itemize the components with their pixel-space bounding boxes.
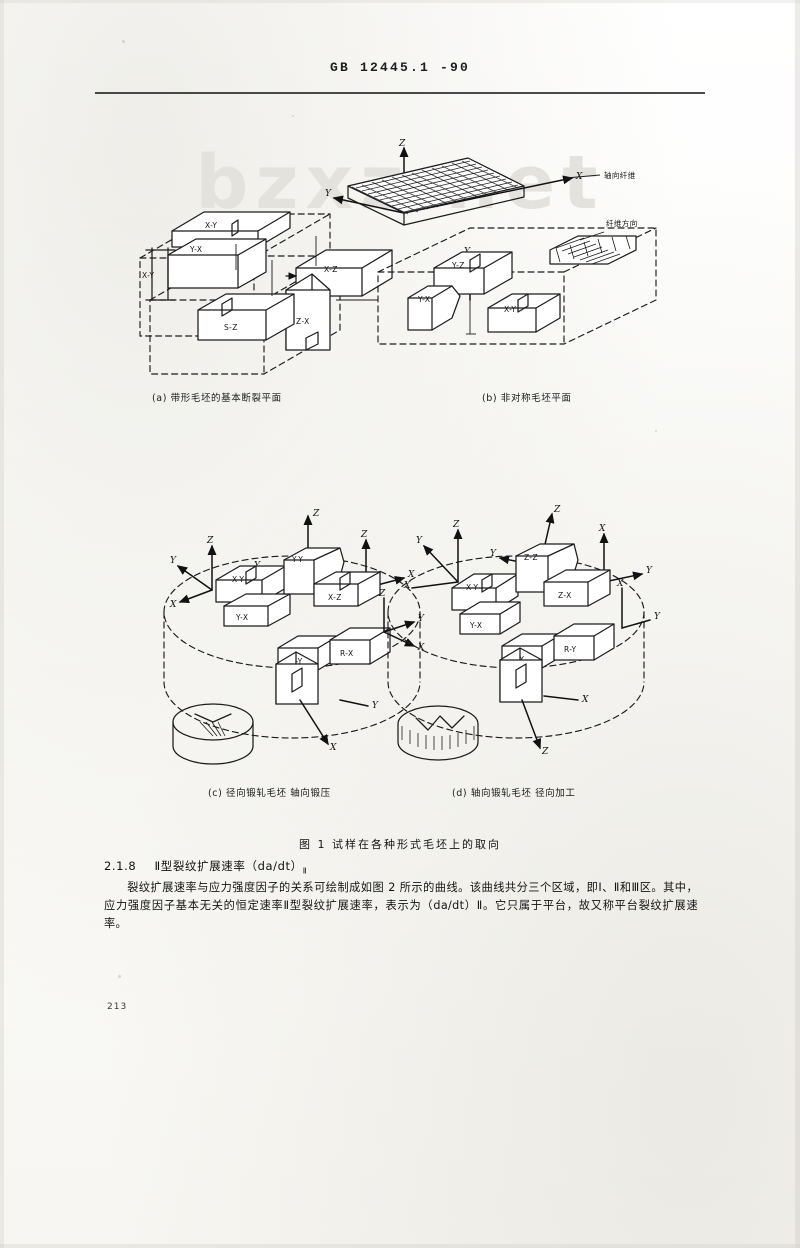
specimen-label: Z-X [558,591,572,600]
paragraph-text: 裂纹扩展速率与应力强度因子的关系可绘制成如图 2 所示的曲线。该曲线共分三个区域… [104,881,698,930]
specimen-label: Y-X [235,613,248,622]
axis-label: Y [254,561,261,571]
axis-label: Y [654,612,661,622]
specimen-label: S-Z [224,323,238,332]
specimen-label: X-Z [328,593,342,602]
page-edge-top [0,0,800,3]
specimen-label: Y-Y [291,555,303,564]
specimen-label: Y-X [189,245,202,254]
axis-label: Z [360,530,368,540]
specimen-label: X-Z [324,265,338,274]
axis-label: Z [557,557,565,567]
figure-c-radial-disc: Z Y X Z Y Z X Y X-Y [163,509,425,765]
section-number: 2.1.8 [104,859,137,873]
axis-label: Z [312,509,320,519]
figure-a-grain-plate: Z X Y [325,139,636,226]
specimen-label: X-Y [466,583,478,592]
axis-label: Y [322,571,329,581]
standard-number: GB 12445.1 -90 [329,60,471,75]
axis-label: X [403,581,411,591]
axis-label: X [417,643,425,653]
page-number: 213 [107,1002,128,1012]
section-title: Ⅱ型裂纹扩展速率（da/dt） [154,859,303,873]
scan-speck [655,430,657,432]
axis-label: Y [418,614,425,624]
figure-b-slab-assembly: 纤维方向 Y Y-Z Y-X X-Y [377,218,657,345]
figure-a-block-assembly: X-Y Y-X X-Y X-Z Z-X [139,211,393,375]
axis-label: Z [206,536,214,546]
axis-label: Y [416,536,423,546]
axis-label: Y [170,556,177,566]
axis-label: Z [398,139,406,149]
axis-label: X [407,570,415,580]
axis-label: X [581,695,589,705]
axis-label: Y [372,701,379,711]
specimen-label: Y-X [469,621,482,630]
figure-caption-a: (a) 带形毛坯的基本断裂平面 [152,393,282,404]
axis-label: Y [464,247,471,257]
figure-d-axial-disc: Z Y X Z Y X Y Z X-Y [387,505,661,761]
axis-label: Y [325,189,332,199]
axis-label: X [598,524,606,534]
specimen-label: X-Y [504,305,516,314]
figure-caption-b: (b) 非对称毛坯平面 [482,393,572,404]
page-edge-right [795,0,800,1248]
figure-caption-d: (d) 轴向锻轧毛坯 径向加工 [452,788,576,799]
axis-label: X [169,600,177,610]
axis-label: X [575,172,583,182]
section-heading: 2.1.8 Ⅱ型裂纹扩展速率（da/dt）Ⅱ [104,858,307,875]
page-edge-bottom [0,1244,800,1248]
specimen-label: X-Y [142,271,154,280]
axis-label: Z [541,747,549,757]
specimen-label: Y-X [417,295,430,304]
axis-label: Z [452,520,460,530]
axis-label: Y [646,566,653,576]
specimen-label: R-X [340,649,354,658]
figure-caption-c: (c) 径向锻轧毛坯 轴向锻压 [208,788,331,799]
specimen-label: X-Y [205,221,217,230]
body-paragraph: 裂纹扩展速率与应力强度因子的关系可绘制成如图 2 所示的曲线。该曲线共分三个区域… [104,879,698,932]
grain-flow-annotation-b: 纤维方向 [606,218,638,228]
grain-flow-annotation-a: 轴向纤维 [604,170,636,180]
header-rule [95,92,705,94]
specimen-label: R-Y [564,645,577,654]
specimen-label: Z-X [296,317,310,326]
specimen-label: Z-Y [290,657,303,666]
specimen-label: X-Y [512,655,524,664]
scan-speck [118,975,121,978]
axis-label: X [329,743,337,753]
watermark: bzxz.net [195,140,605,226]
figure-title: 图 1 试样在各种形式毛坯上的取向 [299,838,501,851]
scan-speck [122,40,125,43]
axis-label: X [616,579,624,589]
axis-label: Y [490,549,497,559]
scan-speck [292,115,294,117]
section-subscript: Ⅱ [302,866,308,876]
specimen-label: Y-Z [451,261,465,270]
axis-label: Z [378,589,386,599]
axis-label: Z [553,505,561,515]
specimen-label: X-Y [232,575,244,584]
page-header: GB 12445.1 -90 [0,58,800,76]
specimen-label: Z-Z [524,553,538,562]
page-edge-left [0,0,4,1248]
